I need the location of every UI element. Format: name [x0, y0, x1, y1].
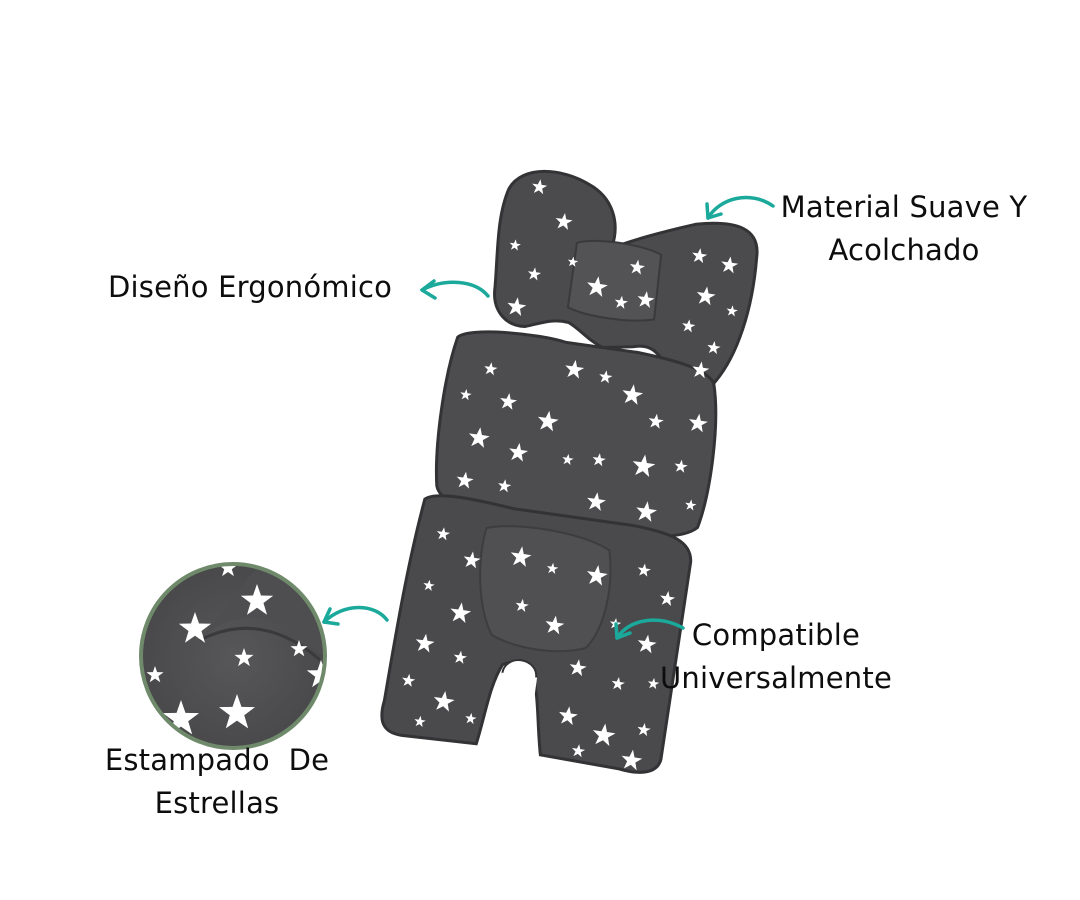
seat-liner: [380, 169, 759, 774]
zoom-ring: [139, 562, 327, 750]
callout-diseno-ergonomico: Diseño Ergonómico: [108, 266, 392, 309]
callout-line: Diseño Ergonómico: [108, 270, 393, 304]
callout-compatible-universalmente: Compatible Universalmente: [648, 614, 904, 700]
callout-line: Material Suave Y: [780, 190, 1028, 224]
callout-line: Estrellas: [154, 786, 280, 820]
callout-line: Universalmente: [659, 661, 892, 695]
callout-estampado-estrellas: Estampado De Estrellas: [92, 739, 342, 825]
callout-line: Acolchado: [828, 233, 980, 267]
callout-material-suave: Material Suave Y Acolchado: [770, 186, 1038, 272]
callout-arrows: [322, 195, 775, 640]
arrow-compatible: [615, 618, 685, 640]
arrow-estampado: [322, 605, 389, 624]
callout-line: Compatible: [691, 618, 861, 652]
arrow-material: [706, 195, 775, 220]
callout-line: Estampado De: [104, 743, 330, 777]
